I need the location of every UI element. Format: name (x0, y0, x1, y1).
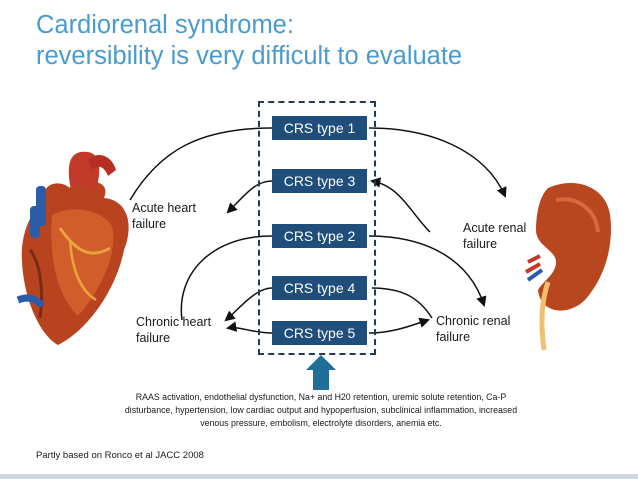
arrow-chf-to-crs2 (180, 235, 273, 321)
label-acute-renal-line1: Acute renal (463, 221, 527, 235)
source-citation: Partly based on Ronco et al JACC 2008 (36, 450, 204, 461)
arrow-crs4-to-chf (224, 287, 273, 322)
crs-types-frame (258, 101, 376, 355)
slide-title: Cardiorenal syndrome: reversibility is v… (36, 10, 462, 72)
causes-line-1: RAAS activation, endothelial dysfunction… (135, 392, 507, 402)
crs-type-1-box: CRS type 1 (272, 116, 367, 140)
kidney-illustration (525, 183, 611, 351)
crs-type-5-box: CRS type 5 (272, 321, 367, 345)
crs-type-3-box: CRS type 3 (272, 169, 367, 193)
title-line-1: Cardiorenal syndrome: (36, 11, 294, 39)
label-chronic-heart-failure: Chronic heart failure (136, 314, 211, 346)
up-arrow-icon (306, 355, 336, 390)
label-chronic-renal-line2: failure (436, 330, 471, 344)
arrow-ahf-to-crs1 (129, 127, 273, 201)
arrow-crs3-to-ahf (226, 180, 273, 214)
label-acute-heart-line2: failure (132, 217, 167, 231)
label-chronic-heart-line2: failure (136, 331, 171, 345)
arrow-arf-to-crs3 (369, 177, 431, 233)
crs-type-2-box: CRS type 2 (272, 224, 367, 248)
label-chronic-renal-failure: Chronic renal failure (436, 313, 510, 345)
label-acute-heart-line1: Acute heart (132, 201, 196, 215)
label-acute-renal-failure: Acute renal failure (463, 220, 526, 252)
label-acute-renal-line2: failure (463, 237, 498, 251)
causes-line-3: venous pressure, embolism, electrolyte d… (200, 418, 442, 428)
label-acute-heart-failure: Acute heart failure (132, 200, 196, 232)
arrow-crs1-to-arf (368, 127, 507, 198)
arrow-crs5-to-chf (225, 321, 273, 334)
footer-bar (0, 474, 638, 479)
arrow-crs5-to-crf (368, 317, 430, 334)
causes-text: RAAS activation, endothelial dysfunction… (96, 391, 546, 430)
causes-line-2: disturbance, hypertension, low cardiac o… (124, 405, 518, 415)
arrow-crf-to-crs4 (371, 287, 433, 319)
label-chronic-heart-line1: Chronic heart (136, 315, 212, 329)
arrow-crs2-to-crf (368, 235, 487, 307)
crs-type-4-box: CRS type 4 (272, 276, 367, 300)
label-chronic-renal-line1: Chronic renal (436, 314, 511, 328)
title-line-2: reversibility is very difficult to evalu… (36, 42, 463, 70)
heart-illustration (16, 151, 129, 345)
